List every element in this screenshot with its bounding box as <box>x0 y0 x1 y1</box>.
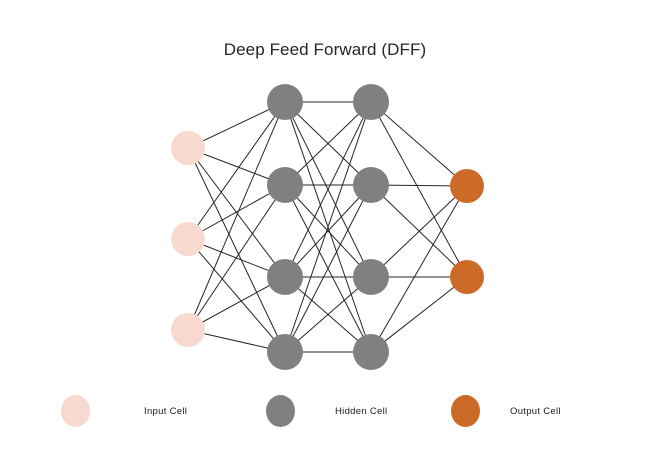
network-node-hidden[interactable] <box>353 259 389 295</box>
network-edge <box>370 185 468 278</box>
network-node-hidden[interactable] <box>267 334 303 370</box>
legend-item-output-cell: Output Cell <box>451 395 561 427</box>
legend-label-input-cell: Input Cell <box>144 405 188 417</box>
network-edge <box>187 238 286 353</box>
network-node-hidden[interactable] <box>267 167 303 203</box>
legend-label-output-cell: Output Cell <box>510 405 561 417</box>
network-edge <box>284 184 372 353</box>
edge-layer <box>187 101 468 353</box>
network-edge <box>370 185 468 353</box>
hidden-cell-circle-icon <box>266 395 295 427</box>
network-edge <box>187 276 286 331</box>
network-node-input[interactable] <box>171 222 205 256</box>
network-node-input[interactable] <box>171 131 205 165</box>
node-layer <box>171 84 484 370</box>
network-edge <box>284 184 372 278</box>
network-edge <box>187 184 286 240</box>
network-edge <box>284 276 372 353</box>
network-node-hidden[interactable] <box>353 84 389 120</box>
legend-item-hidden-cell: Hidden Cell <box>266 395 387 427</box>
legend-item-input-cell: Input Cell <box>61 395 187 427</box>
network-edge <box>284 101 372 278</box>
network-edge <box>187 184 286 331</box>
network-edge <box>187 101 286 331</box>
legend-label-hidden-cell: Hidden Cell <box>335 405 388 417</box>
network-edge <box>370 101 468 278</box>
legend: Input Cell Hidden Cell Output Cell <box>0 395 650 435</box>
network-node-output[interactable] <box>450 169 484 203</box>
network-node-hidden[interactable] <box>267 259 303 295</box>
network-edge <box>284 101 372 186</box>
network-edge <box>187 147 286 353</box>
network-node-output[interactable] <box>450 260 484 294</box>
network-node-hidden[interactable] <box>353 167 389 203</box>
network-node-input[interactable] <box>171 313 205 347</box>
network-edge <box>284 101 372 353</box>
network-node-hidden[interactable] <box>267 84 303 120</box>
network-node-hidden[interactable] <box>353 334 389 370</box>
network-edge <box>187 101 286 240</box>
page-title: Deep Feed Forward (DFF) <box>223 40 427 59</box>
output-cell-circle-icon <box>451 395 480 427</box>
network-edge <box>370 276 468 353</box>
input-cell-circle-icon <box>61 395 90 427</box>
network-edge <box>370 101 468 187</box>
